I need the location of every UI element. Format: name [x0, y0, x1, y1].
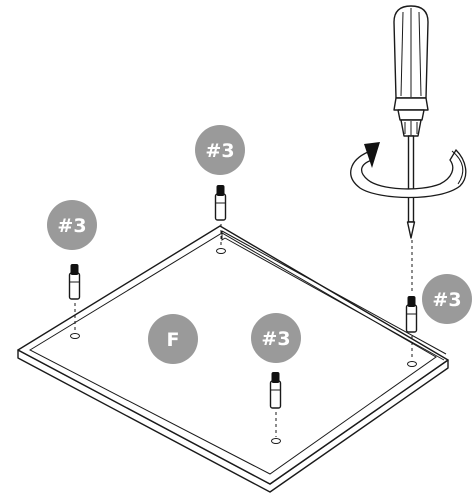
fitting-badge: #3 [195, 125, 245, 175]
panel-f [17, 225, 449, 493]
fitting-badge: #3 [47, 200, 97, 250]
fitting-label: #3 [57, 215, 86, 237]
fitting-badge: #3 [251, 313, 301, 363]
screwdriver-icon [393, 5, 429, 239]
hole-right [407, 361, 417, 367]
fitting-label: #3 [205, 140, 234, 162]
panel-label: F [167, 329, 180, 351]
rotate-arrow-icon [350, 142, 467, 199]
dowel-left [68, 264, 81, 332]
dowel-front [269, 372, 282, 437]
fitting-label: #3 [432, 289, 461, 311]
dowel-right [405, 296, 418, 359]
fitting-label: #3 [261, 328, 290, 350]
hole-left [70, 333, 80, 339]
hole-back [216, 248, 226, 254]
dowel-back [214, 185, 227, 247]
panel-badge: F [148, 314, 198, 364]
hole-front [271, 438, 281, 444]
fitting-badge: #3 [422, 274, 472, 324]
